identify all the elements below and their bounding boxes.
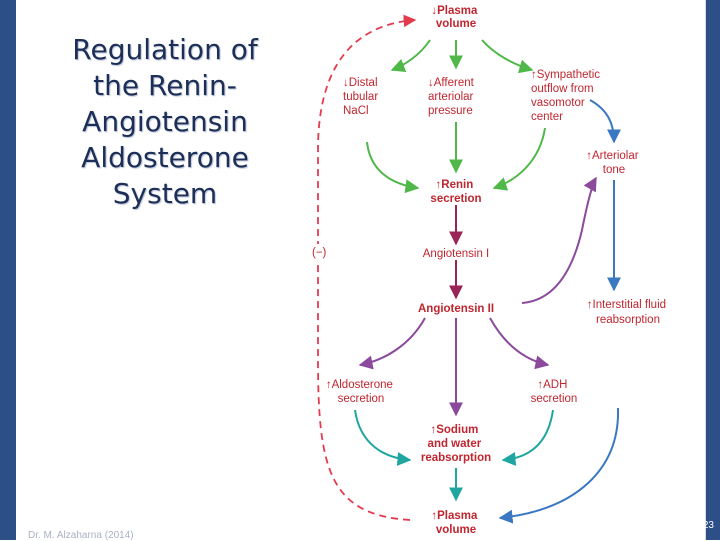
node-sympathetic-outflow: ↑Sympathetic outflow from vasomotor cent… <box>531 69 603 123</box>
arrow-sympathetic-to-renin <box>492 127 546 191</box>
node-distal-tubular-nacl: ↓Distal tubular NaCl <box>343 77 381 117</box>
page-divider <box>705 0 706 540</box>
slide-footer: Dr. M. Alzaharna (2014) <box>28 530 134 541</box>
arrow-sympathetic-to-arteriolar <box>589 99 621 144</box>
node-sympathetic-line-1: ↑Sympathetic <box>531 69 600 81</box>
node-sodium-water-reabsorption: ↑Sodium and water reabsorption <box>421 424 491 464</box>
node-interstitial-line-2: reabsorption <box>596 314 660 326</box>
node-aldosterone-line-2: secretion <box>338 393 385 405</box>
node-adh-secretion: ↑ADH secretion <box>531 379 578 405</box>
page-number: 23 <box>702 520 714 531</box>
arrow-ang2-to-aldosterone <box>358 317 426 370</box>
right-accent-bar <box>706 0 720 540</box>
arrow-ang2-to-arteriolar <box>521 176 597 304</box>
node-renin-line-2: secretion <box>430 193 481 205</box>
node-aldosterone-secretion: ↑Aldosterone secretion <box>326 379 396 405</box>
node-sodium-line-1: ↑Sodium <box>430 424 478 436</box>
node-sympathetic-line-2: outflow from <box>531 83 594 95</box>
node-renin-secretion: ↑Renin secretion <box>430 179 481 205</box>
left-accent-bar <box>0 0 16 540</box>
node-afferent-line-3: pressure <box>428 105 473 117</box>
arrow-ang2-to-adh <box>489 317 550 370</box>
node-sympathetic-line-3: vasomotor <box>531 97 585 109</box>
node-afferent-line-2: arteriolar <box>428 91 474 103</box>
node-adh-line-1: ↑ADH <box>537 379 567 391</box>
arrow-distal-to-renin <box>366 141 420 194</box>
node-sodium-line-3: reabsorption <box>421 452 491 464</box>
node-plasma-top-line-1: ↓Plasma <box>431 5 478 17</box>
node-afferent-line-1: ↓Afferent <box>428 77 475 89</box>
node-interstitial-fluid-reabsorption: ↑Interstitial fluid reabsorption <box>587 299 669 326</box>
feedback-dashed-arrow <box>317 14 417 521</box>
slide-title: Regulation of the Renin- Angiotensin Ald… <box>72 33 258 210</box>
node-arteriolar-line-2: tone <box>603 164 625 176</box>
node-plasma-top-line-2: volume <box>436 18 476 30</box>
node-angiotensin-ii: Angiotensin II <box>418 303 494 315</box>
node-arteriolar-line-1: ↑Arteriolar <box>586 150 639 162</box>
node-plasma-volume-bottom: ↑Plasma volume <box>431 510 480 536</box>
arrow-adh-to-sodium <box>501 409 554 466</box>
arrow-plasma-to-sympathetic <box>481 39 534 74</box>
node-sympathetic-line-4: center <box>531 111 563 123</box>
node-distal-line-3: NaCl <box>343 105 369 117</box>
arrow-aldosterone-to-sodium <box>354 409 412 466</box>
node-plasma-bottom-line-1: ↑Plasma <box>431 510 478 522</box>
arrow-plasma-to-distal <box>390 39 431 73</box>
node-plasma-bottom-line-2: volume <box>436 524 476 536</box>
feedback-label-mask <box>310 244 340 260</box>
node-angiotensin-i: Angiotensin I <box>423 248 490 260</box>
node-renin-line-1: ↑Renin <box>436 179 474 191</box>
node-aldosterone-line-1: ↑Aldosterone <box>326 379 393 391</box>
node-plasma-volume-top: ↓Plasma volume <box>431 5 480 30</box>
feedback-label: (−) <box>312 247 327 259</box>
node-distal-line-2: tubular <box>343 91 378 103</box>
node-interstitial-line-1: ↑Interstitial fluid <box>587 299 666 311</box>
node-distal-line-1: ↓Distal <box>343 77 378 89</box>
node-adh-line-2: secretion <box>531 393 578 405</box>
node-arteriolar-tone: ↑Arteriolar tone <box>586 150 642 176</box>
arrow-interstitial-to-plasma <box>498 407 620 524</box>
node-sodium-line-2: and water <box>428 438 482 450</box>
node-afferent-arteriolar-pressure: ↓Afferent arteriolar pressure <box>428 77 477 117</box>
